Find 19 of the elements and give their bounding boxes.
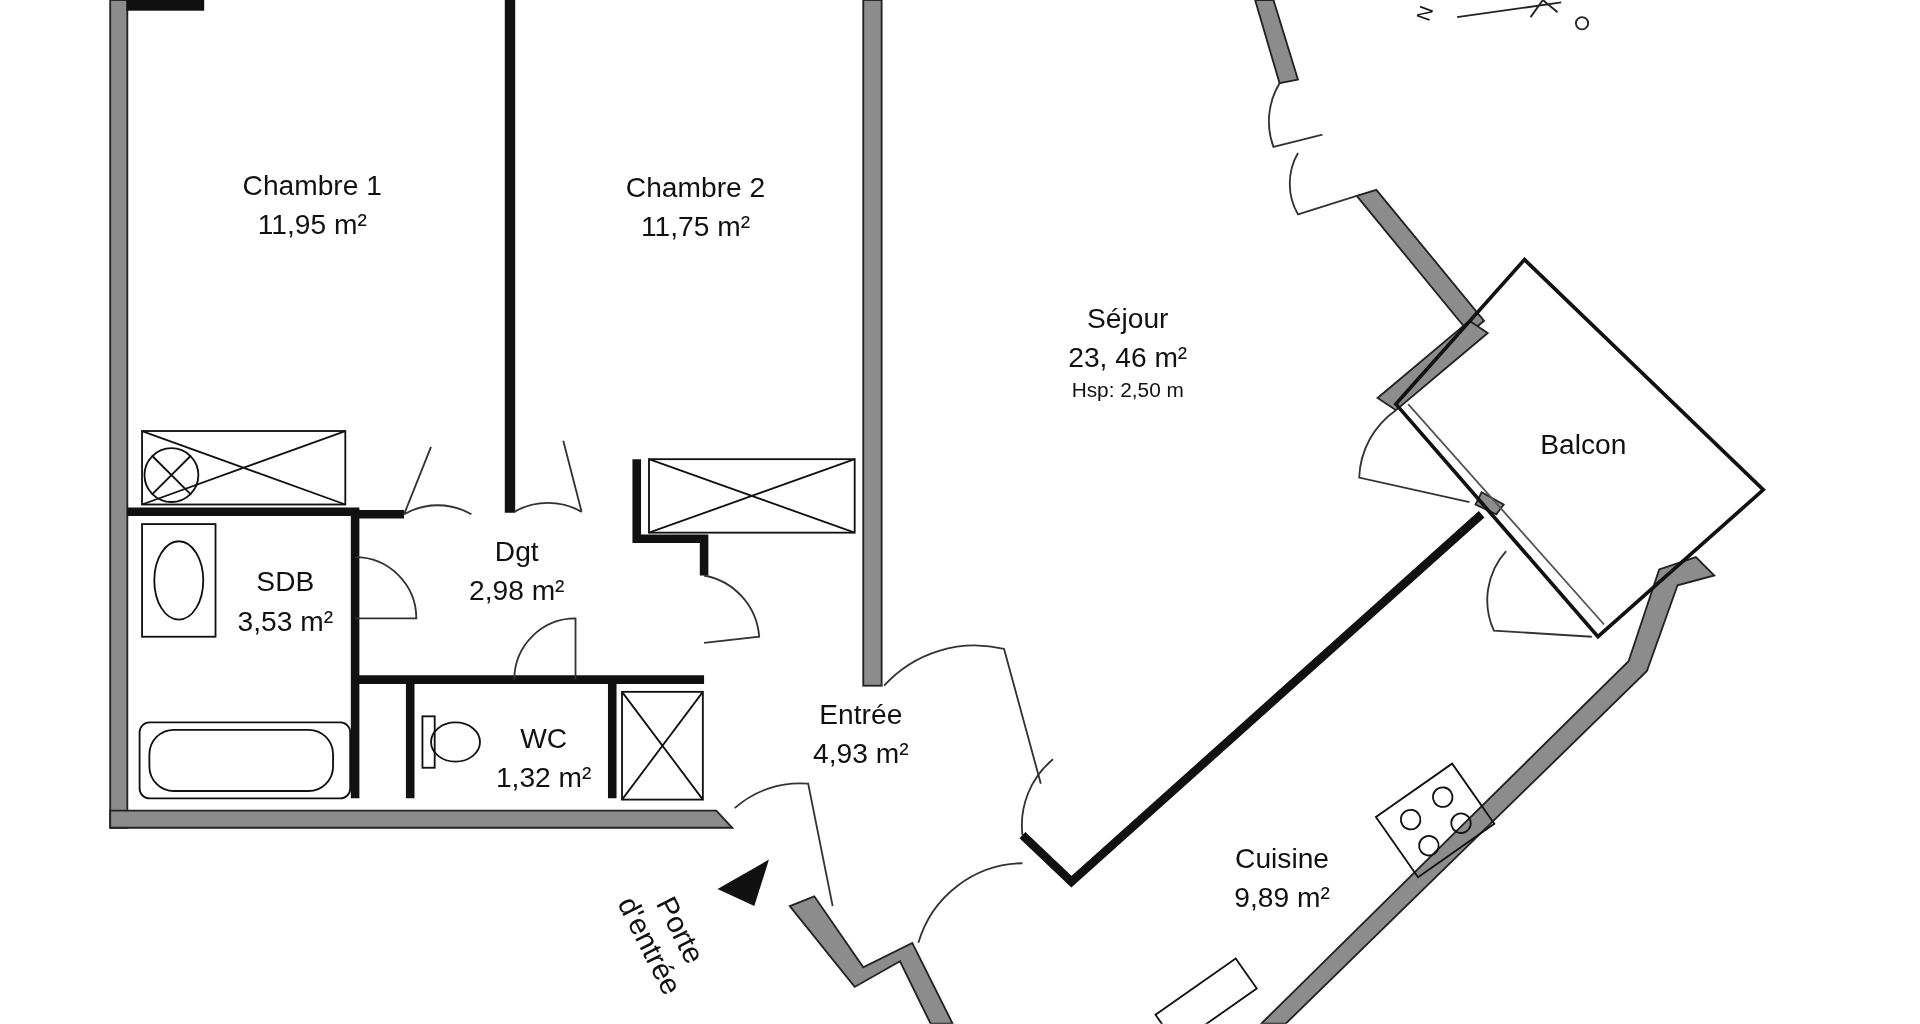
- room-area: 23, 46 m²: [1068, 337, 1188, 378]
- room-name: WC: [519, 721, 569, 757]
- room-area: 9,89 m²: [1234, 877, 1330, 918]
- room-name: Cuisine: [1234, 841, 1330, 877]
- room-area: 11,75 m²: [625, 206, 766, 247]
- room-area: 2,98 m²: [469, 570, 565, 610]
- room-area: 11,95 m²: [242, 204, 382, 244]
- room-name: SDB: [255, 564, 316, 600]
- room-name: Chambre 1: [242, 168, 382, 203]
- room-area: 1,32 m²: [495, 757, 592, 798]
- ceiling-height: Hsp: 2,50 m: [1070, 377, 1185, 404]
- compass-letter: N: [1411, 2, 1438, 26]
- room-name: Chambre 2: [625, 170, 766, 206]
- room-name: Dgt: [493, 534, 540, 569]
- room-area: 4,93 m²: [813, 733, 909, 773]
- room-name: Balcon: [1540, 427, 1627, 463]
- room-name: Entrée: [818, 696, 904, 732]
- room-name: Séjour: [1086, 301, 1170, 337]
- room-area: 3,53 m²: [237, 601, 334, 641]
